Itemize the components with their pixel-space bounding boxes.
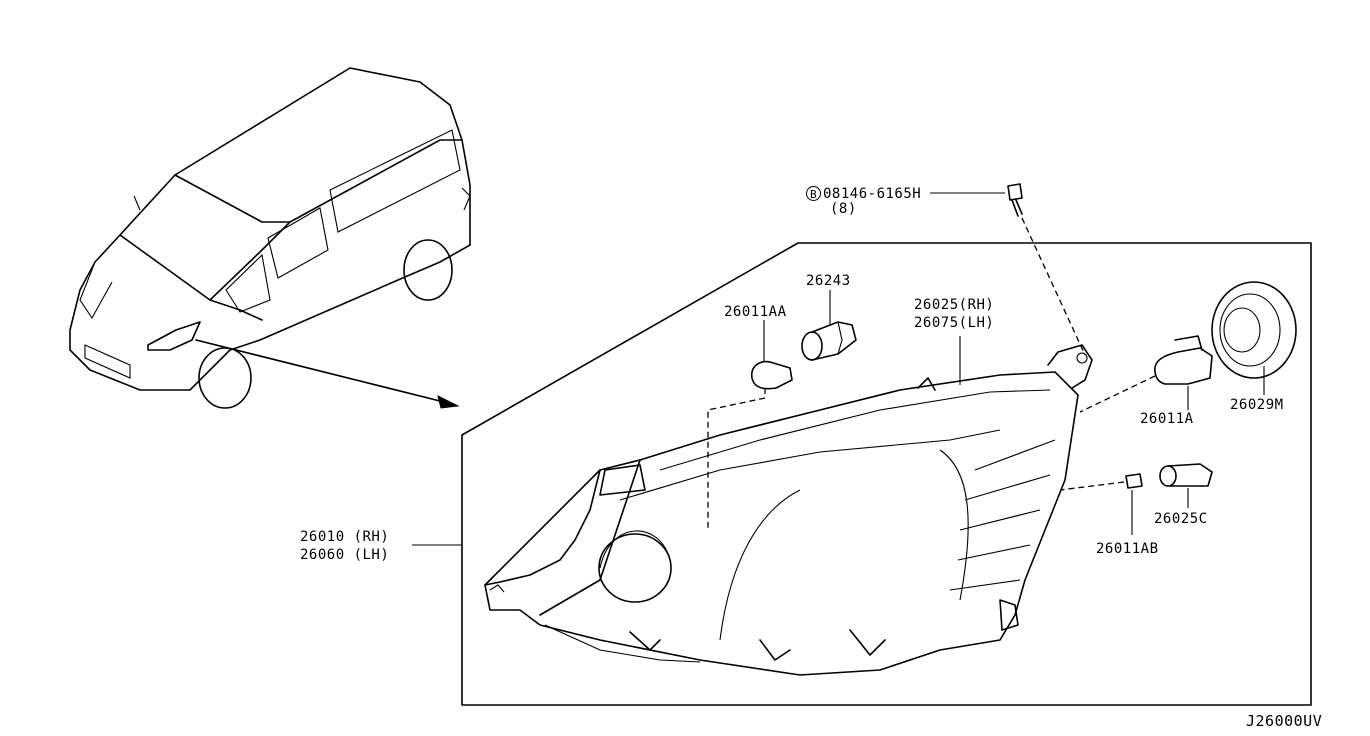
bulb-26011AB <box>1059 473 1143 535</box>
label-26011AA: 26011AA <box>724 304 787 320</box>
socket-26243 <box>801 321 857 361</box>
leader-lines <box>412 192 1005 546</box>
bolt-quantity: (8) <box>830 201 857 217</box>
label-26011AB: 26011AB <box>1096 541 1159 557</box>
bolt-part-number: 08146-6165H <box>823 186 922 202</box>
bolt-08146-6165H <box>1007 183 1086 356</box>
label-26010-rh: 26010 (RH) <box>300 529 390 545</box>
bulb-26011AA <box>707 360 793 530</box>
label-26025C: 26025C <box>1154 511 1208 527</box>
socket-26025C <box>1159 463 1213 508</box>
label-26243: 26243 <box>806 273 851 289</box>
detail-frame <box>461 242 1312 706</box>
vehicle-illustration <box>69 67 471 409</box>
bolt-circle-marker: B <box>806 186 821 201</box>
pointer-arrow <box>195 339 460 409</box>
label-26075-lh: 26075(LH) <box>914 315 995 331</box>
cap-26029M <box>1211 281 1297 395</box>
headlamp-assembly <box>484 344 1093 676</box>
diagram-code: J26000UV <box>1246 712 1323 730</box>
label-26011A: 26011A <box>1140 411 1194 427</box>
label-26029M: 26029M <box>1230 397 1284 413</box>
label-26060-lh: 26060 (LH) <box>300 547 390 563</box>
bulb-26011A <box>1079 335 1213 413</box>
label-26025-rh: 26025(RH) <box>914 297 995 313</box>
